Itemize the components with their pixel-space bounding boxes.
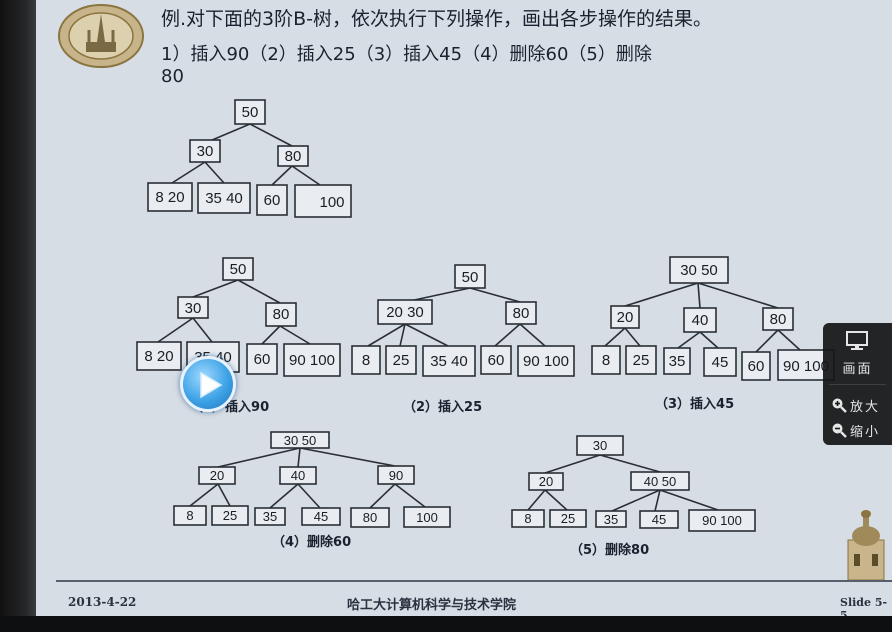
tree-step-4: 30 50 20 40 90 8 25 35 45 80 100 （4）删除60 [173,431,451,550]
footer-date: 2013-4-22 [68,595,137,609]
footer-slide-number: Slide 5-5 [840,596,888,622]
node-key: 35 40 [205,190,243,207]
node-key: 8 [524,511,531,526]
node-key: 8 20 [144,348,173,365]
university-logo [58,4,144,68]
node-key: 60 [748,358,765,375]
node-key: 20 [210,468,224,483]
node-key: 8 20 [155,189,184,206]
caption-step-3: （3）插入45 [655,396,734,412]
tree-step-3: 30 50 20 40 80 8 25 35 45 60 90 100 （3）插… [591,256,835,412]
node-key: 30 50 [680,262,718,279]
node-key: 35 [669,353,686,370]
node-key: 40 [291,468,305,483]
node-key: 90 100 [523,353,569,370]
zoom-out-icon [832,423,847,438]
tree-step-1: 50 30 80 8 20 35 40 60 90 100 （1）插入90 [136,257,341,415]
node-key: 8 [362,352,370,369]
node-key: 90 100 [289,352,335,369]
tree-step-5: 30 20 40 50 8 25 35 45 90 100 （5）删除80 [511,435,756,558]
footer-school: 哈工大计算机科学与技术学院 [347,598,517,613]
bottom-letterbox [0,616,892,632]
node-key: 80 [770,311,787,328]
caption-step-2: （2）插入25 [403,399,482,415]
node-key: 60 [264,192,281,209]
zoom-in-icon [832,398,847,413]
node-key: 60 [488,352,505,369]
node-key: 8 [186,508,193,523]
node-key: 80 [363,510,377,525]
node-key: 45 [652,512,666,527]
panel-divider [829,384,886,385]
node-key: 60 [254,351,271,368]
left-letterbox [0,0,36,632]
node-key: 80 [285,148,302,165]
node-key: 20 30 [386,304,424,321]
zoom-in-button[interactable]: 放大 [829,394,889,416]
node-key: 30 [185,300,202,317]
node-key: 50 [242,104,259,121]
node-key: 25 [561,511,575,526]
monitor-icon [846,331,868,350]
node-key: 100 [319,194,344,211]
screen-label: 画面 [842,362,873,377]
node-key: 45 [314,509,328,524]
operations-line-wrap: 80 [161,66,184,87]
node-key: 100 [416,510,438,525]
player-side-panel: 画面 放大 缩小 [823,323,892,445]
node-key: 25 [633,352,650,369]
node-key: 35 [604,512,618,527]
zoom-in-label: 放大 [850,400,881,415]
node-key: 80 [273,306,290,323]
footer-divider [56,580,892,582]
screen-button[interactable]: 画面 [823,323,892,381]
node-key: 50 [462,269,479,286]
node-key: 35 40 [430,353,468,370]
node-key: 35 [263,509,277,524]
operations-line: 1）插入90（2）插入25（3）插入45（4）删除60（5）删除 [161,44,652,65]
node-key: 90 [389,468,403,483]
node-key: 30 [593,438,607,453]
node-key: 40 50 [644,474,677,489]
slide-title: 例.对下面的3阶B-树，依次执行下列操作，画出各步操作的结果。 [161,8,713,30]
node-key: 25 [223,508,237,523]
node-key: 45 [712,354,729,371]
zoom-out-button[interactable]: 缩小 [829,419,889,441]
node-key: 90 100 [783,358,829,375]
node-key: 30 50 [284,433,317,448]
node-key: 50 [230,261,247,278]
operations-text: 1）插入90（2）插入25（3）插入45（4）删除60（5）删除 80 [161,44,652,88]
node-key: 80 [513,305,530,322]
church-illustration [847,510,885,580]
tree-initial: 50 30 80 8 20 35 40 60 100 [147,99,352,218]
node-key: 8 [602,352,610,369]
caption-step-5: （5）删除80 [570,542,649,558]
node-key: 20 [539,474,553,489]
play-button[interactable] [180,356,236,412]
tree-step-2: 50 20 30 80 8 25 35 40 60 90 100 （2）插入25 [351,264,575,415]
node-key: 30 [197,143,214,160]
node-key: 20 [617,309,634,326]
node-key: 25 [393,352,410,369]
node-key: 90 100 [702,513,742,528]
play-icon [200,371,223,399]
zoom-out-label: 缩小 [850,425,881,440]
caption-step-4: （4）删除60 [272,534,351,550]
node-key: 40 [692,312,709,329]
